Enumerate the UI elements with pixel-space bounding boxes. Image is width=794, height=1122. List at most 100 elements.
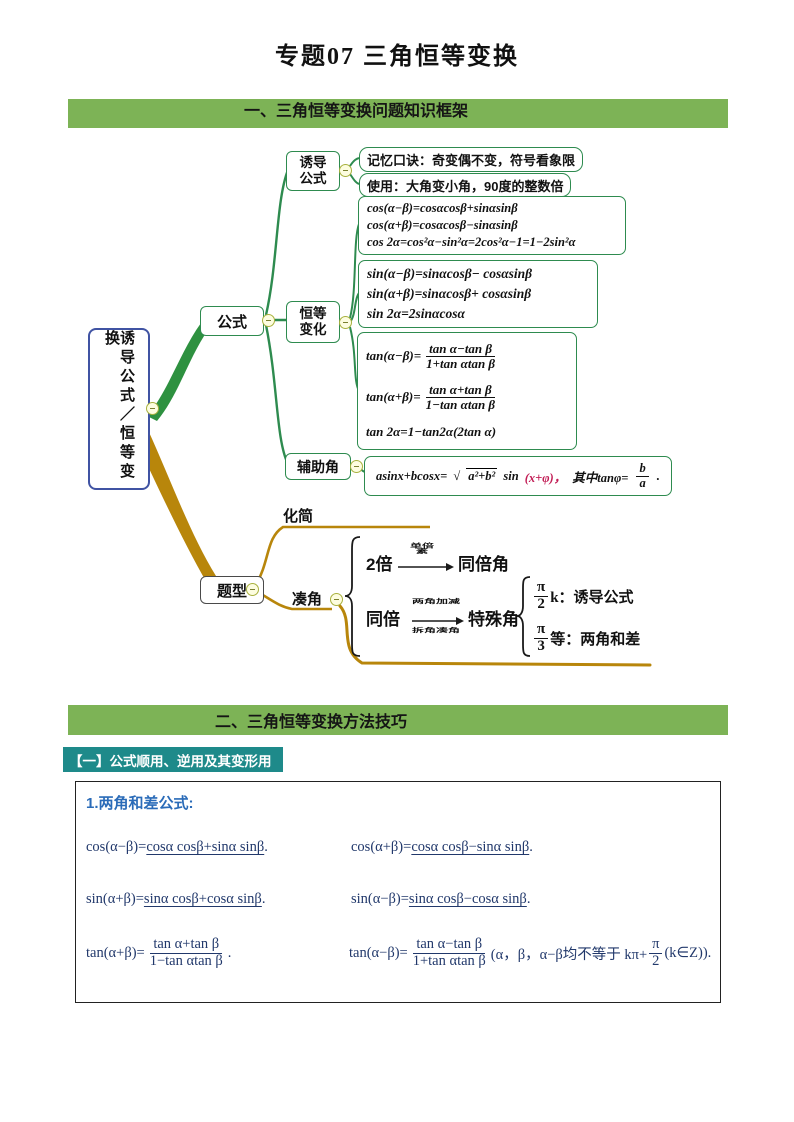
period: .: [529, 839, 533, 855]
branch-band-formula: [147, 323, 208, 421]
banner-methods-text: 二、三角恒等变换方法技巧: [215, 714, 408, 731]
cos-sum-rhs: cosα cosβ−sinα sinβ: [411, 839, 530, 855]
special-angle-item-1: π 2 k：诱导公式: [532, 579, 634, 613]
root-node: 诱导公式／恒等变换: [88, 328, 150, 490]
label-same-multiple-angle: 同倍角: [458, 555, 509, 574]
tan-diff-lhs: tan(α−β)=: [366, 348, 422, 364]
collapse-icon: [330, 593, 343, 606]
label-angle-fitting: 凑角: [292, 591, 323, 608]
node-induction-formula: 诱导 公式: [286, 151, 340, 191]
collapse-icon: [350, 460, 363, 473]
arrow2-label-top: 两角加减: [411, 597, 460, 605]
brace-large: [344, 536, 361, 657]
tan-sum-lhs: tan(α+β)=: [86, 944, 145, 961]
tan-note-end: (k∈Z)).: [664, 944, 712, 961]
denominator: 1+tan αtan β: [412, 952, 486, 969]
mindmap-connectors: [136, 157, 652, 667]
numerator: tan α+tan β: [150, 937, 223, 954]
node-induction-line1: 诱导: [299, 155, 327, 170]
fraction: tan α−tan β 1+tan αtan β: [410, 937, 489, 969]
tan-diff-formula: tan(α−β)= tan α−tan β 1+tan αtan β: [366, 342, 568, 370]
label-special-angle: 特殊角: [468, 610, 519, 629]
sqrt-icon: √: [453, 468, 461, 483]
label-double: 2倍: [366, 555, 393, 574]
fraction: tan α+tan β 1−tan αtan β: [423, 383, 498, 411]
sin-sum-row: sin(α+β)=sinα cosβ+cosα sinβ.: [86, 891, 265, 908]
aux-red-part: (x+φ)，: [524, 470, 567, 485]
tan-sum-formula: tan(α+β)= tan α+tan β 1−tan αtan β: [366, 383, 568, 411]
node-identity-line2: 变化: [299, 322, 327, 337]
collapse-icon: [146, 402, 159, 415]
arrow2-label-top-group: 两角加减: [408, 597, 464, 605]
tan-sum-lhs: tan(α+β)=: [366, 389, 421, 405]
branch-band-types: [136, 430, 216, 583]
numerator: b: [636, 462, 649, 477]
denominator: 1+tan αtan β: [426, 355, 496, 371]
numerator: π: [534, 621, 549, 639]
box-title: 1.两角和差公式:: [86, 795, 194, 812]
period: .: [526, 891, 531, 907]
arrow1-label-bottom: 素: [415, 548, 428, 555]
collapse-icon: [339, 316, 352, 329]
tan-note-pre: (α，β，α−β均不等于 kπ+: [490, 946, 648, 963]
denominator: 1−tan αtan β: [425, 396, 496, 412]
banner-methods: 二、三角恒等变换方法技巧: [68, 705, 728, 735]
tan-double-formula: tan 2α=1−tan2α(2tan α): [366, 423, 497, 439]
aux-mid: 其中tanφ=: [572, 470, 629, 485]
sin-sum-lhs: sin(α+β)=: [86, 891, 144, 907]
fraction: b a: [636, 462, 649, 489]
banner-knowledge-text: 一、三角恒等变换问题知识框架: [244, 103, 469, 120]
numerator: π: [649, 937, 663, 954]
node-identity-line1: 恒等: [299, 306, 327, 321]
banner-knowledge-framework: 一、三角恒等变换问题知识框架: [68, 99, 728, 128]
arrow1-label: 单倍 素: [400, 542, 444, 555]
fraction: tan α−tan β 1+tan αtan β: [423, 342, 498, 370]
denominator: 1−tan αtan β: [149, 952, 223, 969]
mindmap: 诱导公式／恒等变换 公式 诱导 公式 记忆口诀：奇变偶不变，符号看象限 使用：大…: [0, 0, 794, 700]
collapse-icon: [246, 583, 259, 596]
arrow-right-icon: [446, 563, 454, 571]
cos-diff-rhs: cosα cosβ+sinα sinβ: [146, 839, 265, 855]
special2-text: 等：两角和差: [550, 631, 641, 648]
label-same-multiple: 同倍: [366, 610, 400, 629]
arrow1-label-top: 单倍: [409, 542, 434, 550]
period: .: [264, 839, 268, 855]
sqrt-body: a²+b²: [466, 468, 498, 483]
period: .: [261, 891, 266, 907]
formula-box-sin: sin(α−β)=sinαcosβ− cosαsinβ sin(α+β)=sin…: [358, 260, 598, 328]
leaf-mnemonic: 记忆口诀：奇变偶不变，符号看象限: [359, 147, 584, 172]
denominator: 3: [537, 637, 545, 654]
denominator: 2: [537, 595, 545, 612]
denominator: 2: [652, 952, 660, 969]
arrow2-label-bottom: 拆角凑角: [411, 626, 460, 634]
aux-sin: sin: [503, 468, 519, 483]
formula-section-box: 1.两角和差公式: cos(α−β)=cosα cosβ+sinα sinβ. …: [75, 781, 721, 1003]
numerator: tan α−tan β: [413, 937, 486, 954]
tan-sum-row: tan(α+β)= tan α+tan β 1−tan αtan β .: [86, 930, 231, 976]
sin-sum-formula: sin(α+β)=sinαcosβ+ cosαsinβ: [367, 286, 532, 301]
leaf-usage: 使用：大角变小角，90度的整数倍: [359, 173, 572, 197]
numerator: π: [534, 579, 549, 597]
period: .: [227, 944, 232, 961]
label-simplify: 化简: [283, 508, 314, 525]
sin-sum-rhs: sinα cosβ+cosα sinβ: [143, 891, 262, 907]
cos-double-formula: cos 2α=cos²α−sin²α=2cos²α−1=1−2sin²α: [367, 235, 576, 249]
fraction: π 3: [534, 621, 549, 655]
node-problem-types-label: 题型: [216, 582, 247, 600]
collapse-icon: [262, 314, 275, 327]
formula-box-cos: cos(α−β)=cosαcosβ+sinαsinβ cos(α+β)=cosα…: [358, 196, 626, 255]
root-node-label: 诱导公式／恒等变换: [103, 330, 135, 482]
usage-text: 使用：大角变小角，90度的整数倍: [367, 178, 564, 194]
node-formula-label: 公式: [216, 313, 247, 331]
tan-diff-row: tan(α−β)= tan α−tan β 1+tan αtan β (α，β，…: [349, 930, 711, 976]
section-heading-text: 【一】公式顺用、逆用及其变形用: [69, 753, 272, 769]
node-auxiliary-label: 辅助角: [297, 458, 339, 475]
numerator: tan α+tan β: [426, 383, 495, 398]
cos-diff-lhs: cos(α−β)=: [86, 839, 147, 855]
fraction: π 2: [534, 579, 549, 613]
cos-diff-formula: cos(α−β)=cosαcosβ+sinαsinβ: [367, 201, 518, 215]
node-formula: 公式: [200, 306, 264, 336]
cos-sum-row: cos(α+β)=cosα cosβ−sinα sinβ.: [351, 839, 533, 856]
